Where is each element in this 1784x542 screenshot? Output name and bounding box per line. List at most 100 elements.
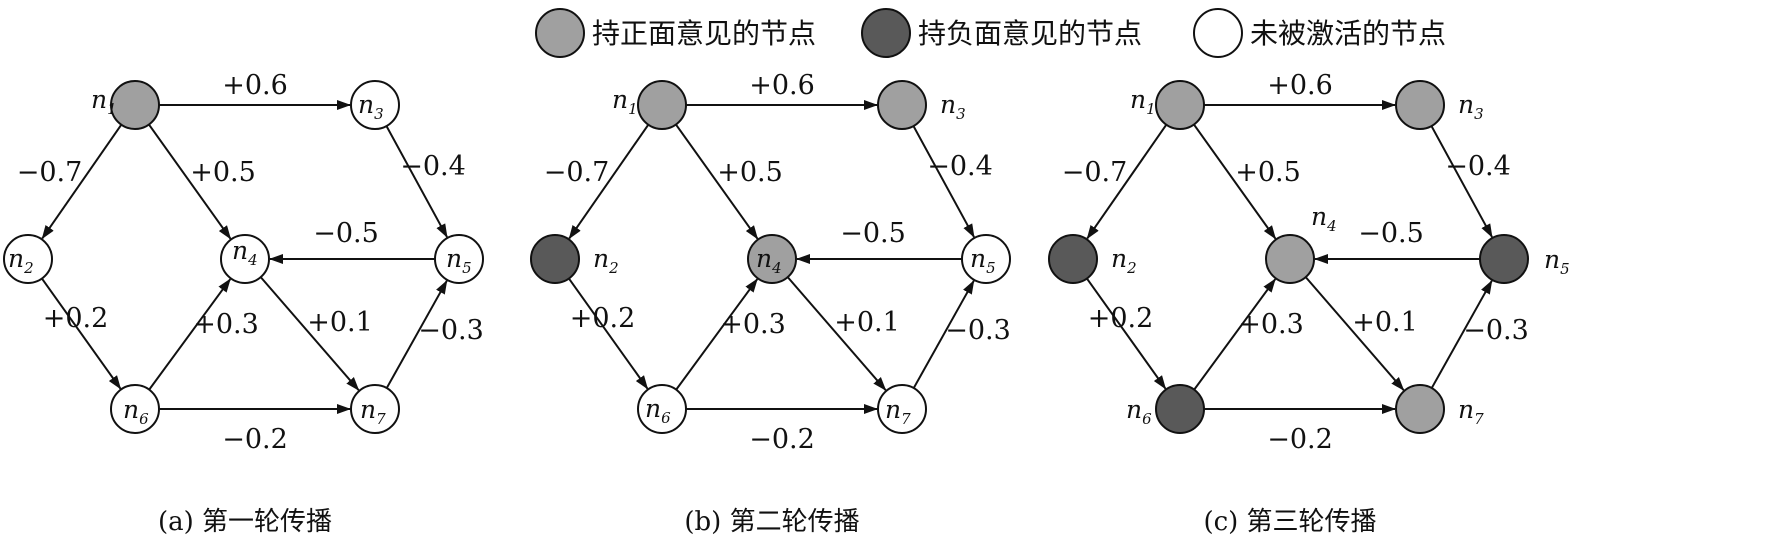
legend-swatch-negative — [861, 8, 911, 58]
edge-weight: +0.3 — [193, 309, 259, 340]
edge-weight: −0.3 — [945, 315, 1011, 346]
edge-n6-n4 — [148, 278, 232, 391]
edge-weight: +0.6 — [1267, 70, 1333, 101]
edge-weight: −0.7 — [17, 157, 83, 188]
edge-weight: +0.3 — [720, 309, 786, 340]
legend-label: 未被激活的节点 — [1250, 17, 1446, 50]
node-n3 — [1395, 80, 1445, 130]
edge-n1-n4 — [148, 123, 232, 240]
node-label-n3: n3 — [940, 90, 966, 123]
panel-2: +0.6 −0.7 +0.5 −0.4 −0.5 +0.2 +0.3 +0.1 −0.3 −0.2… — [530, 70, 1011, 537]
legend-swatch-positive — [535, 8, 585, 58]
edge-n2-n6 — [1086, 277, 1167, 390]
edge-n4-n7 — [1304, 276, 1405, 391]
node-label-n5: n5 — [446, 244, 472, 277]
edge-n1-n2 — [1086, 124, 1168, 240]
panel-caption: (c) 第三轮传播 — [1203, 507, 1376, 537]
node-n3 — [350, 80, 400, 130]
edge-weight: +0.5 — [1235, 157, 1301, 188]
node-label-n2: n2 — [593, 244, 619, 277]
edge-weight: +0.1 — [834, 307, 900, 338]
legend-swatch-inactive — [1193, 8, 1243, 58]
node-n4 — [747, 234, 797, 284]
legend-label: 持正面意见的节点 — [592, 17, 816, 50]
legend: 持正面意见的节点 持负面意见的节点 未被激活的节点 — [535, 8, 1446, 58]
node-n4 — [220, 234, 270, 284]
node-n5 — [961, 234, 1011, 284]
node-n6 — [110, 384, 160, 434]
node-label-n4: n4 — [232, 236, 258, 269]
node-n5 — [434, 234, 484, 284]
edge-weight: +0.3 — [1238, 309, 1304, 340]
node-n4 — [1265, 234, 1315, 284]
node-label-n1: n1 — [91, 85, 117, 118]
edge-weight: −0.5 — [1358, 218, 1424, 249]
node-label-n2: n2 — [1111, 244, 1137, 277]
edge-weight: −0.4 — [400, 151, 466, 182]
edge-n3-n5 — [385, 125, 448, 238]
node-label-n6: n6 — [1126, 395, 1152, 428]
node-n2 — [530, 234, 580, 284]
node-n2 — [1048, 234, 1098, 284]
panel-3: +0.6 −0.7 +0.5 −0.4 −0.5 +0.2 +0.3 +0.1 −0.3 −0.2… — [1048, 70, 1570, 537]
legend-item-negative: 持负面意见的节点 — [861, 8, 1142, 58]
edge-weight: +0.5 — [717, 157, 783, 188]
edge-n2-n6 — [568, 277, 649, 390]
node-label-n1: n1 — [612, 85, 638, 118]
node-n5 — [1479, 234, 1529, 284]
edge-weight: −0.3 — [418, 315, 484, 346]
edge-n4-n7 — [786, 276, 887, 391]
panel-caption: (a) 第一轮传播 — [158, 507, 332, 537]
edge-n7-n5 — [912, 279, 975, 389]
edge-weight: +0.2 — [570, 303, 636, 334]
edge-n4-n7 — [259, 276, 360, 391]
node-label-n6: n6 — [645, 394, 671, 427]
edge-weight: +0.5 — [190, 157, 256, 188]
edge-n2-n6 — [41, 277, 122, 390]
node-label-n3: n3 — [1458, 90, 1484, 123]
edge-weight: −0.2 — [222, 424, 288, 455]
node-label-n5: n5 — [1544, 245, 1570, 278]
node-n6 — [637, 384, 687, 434]
node-n1 — [110, 80, 160, 130]
edge-n7-n5 — [1430, 279, 1493, 389]
node-n7 — [1395, 384, 1445, 434]
edge-weight: +0.2 — [1088, 303, 1154, 334]
legend-item-positive: 持正面意见的节点 — [535, 8, 816, 58]
edge-weight: +0.1 — [1352, 307, 1418, 338]
panels: +0.6 −0.7 +0.5 −0.4 −0.5 +0.2 +0.3 +0.1 −0.3 −0.2… — [3, 70, 1570, 537]
edge-weight: −0.4 — [1445, 151, 1511, 182]
edge-n1-n2 — [568, 124, 650, 240]
legend-item-inactive: 未被激活的节点 — [1193, 8, 1446, 58]
edge-weight: +0.1 — [307, 307, 373, 338]
node-n1 — [637, 80, 687, 130]
panel-1: +0.6 −0.7 +0.5 −0.4 −0.5 +0.2 +0.3 +0.1 −0.3 −0.2… — [3, 70, 484, 537]
edge-n7-n5 — [385, 279, 448, 389]
edge-weight: −0.7 — [544, 157, 610, 188]
node-label-n1: n1 — [1130, 85, 1156, 118]
edge-weight: −0.3 — [1463, 315, 1529, 346]
edge-weight: −0.2 — [1267, 424, 1333, 455]
edge-weight: +0.6 — [749, 70, 815, 101]
node-label-n4: n4 — [1311, 202, 1337, 235]
edge-weight: −0.7 — [1062, 157, 1128, 188]
node-n6 — [1155, 384, 1205, 434]
edge-weight: −0.5 — [313, 218, 379, 249]
edge-weight: +0.6 — [222, 70, 288, 101]
edge-weight: −0.4 — [927, 151, 993, 182]
edge-n1-n4 — [1193, 123, 1277, 240]
edge-n6-n4 — [675, 278, 759, 391]
node-label-n7: n7 — [1458, 395, 1484, 428]
node-n7 — [877, 384, 927, 434]
edge-n1-n2 — [41, 124, 123, 240]
node-n2 — [3, 234, 53, 284]
edge-n3-n5 — [912, 125, 975, 238]
edge-weight: −0.5 — [840, 218, 906, 249]
legend-label: 持负面意见的节点 — [918, 17, 1142, 50]
node-n7 — [350, 384, 400, 434]
edge-n1-n4 — [675, 123, 759, 240]
edge-weight: +0.2 — [43, 303, 109, 334]
edge-n3-n5 — [1430, 125, 1493, 238]
edge-weight: −0.2 — [749, 424, 815, 455]
